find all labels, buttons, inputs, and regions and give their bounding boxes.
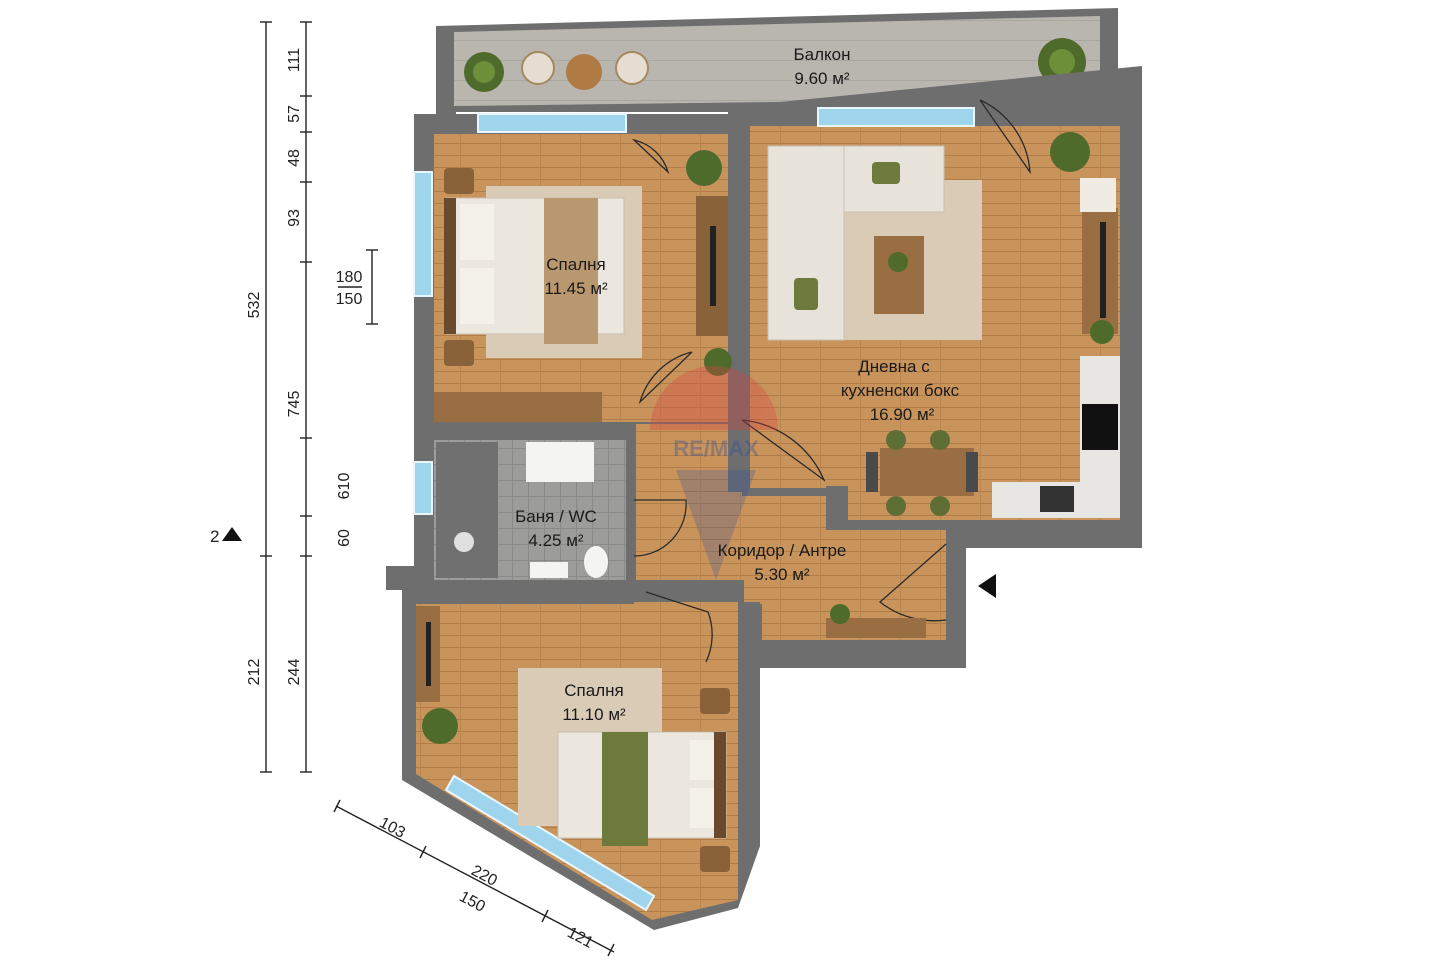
dim-inner-93: 93 xyxy=(286,209,303,227)
balcony-name: Балкон xyxy=(793,45,850,64)
bedroom2-area: 11.10 м² xyxy=(562,705,626,724)
bedroom2-name: Спалня xyxy=(564,681,623,700)
dim-diag-121: 121 xyxy=(564,924,596,952)
dim-inner-48: 48 xyxy=(286,149,303,167)
dim-left-212: 212 xyxy=(246,659,263,686)
windows xyxy=(413,107,975,912)
dimension-lines xyxy=(260,21,615,957)
dim-window-top: 180 xyxy=(336,269,363,286)
dim-inner-610: 610 xyxy=(336,473,353,500)
corridor-area: 5.30 м² xyxy=(754,565,809,584)
dim-inner-57: 57 xyxy=(286,105,303,123)
bedroom1-furniture xyxy=(434,150,732,422)
window-bedroom2-diag xyxy=(444,774,656,912)
dim-left-532: 532 xyxy=(246,292,263,319)
dim-diag-103: 103 xyxy=(376,814,408,842)
bedroom1-name: Спалня xyxy=(546,255,605,274)
window-living-top xyxy=(817,107,975,127)
corridor-furniture xyxy=(826,604,926,638)
section-triangle-icon xyxy=(222,527,242,541)
dim-diag-220: 220 xyxy=(468,862,500,890)
window-bedroom1-left xyxy=(413,171,433,297)
watermark-logo: RE/MAX xyxy=(650,366,778,580)
dim-inner-745: 745 xyxy=(286,391,303,418)
dim-inner-60: 60 xyxy=(336,529,353,547)
dim-window-bottom: 150 xyxy=(336,291,363,308)
balcony-area: 9.60 м² xyxy=(794,69,849,88)
bathroom-area: 4.25 м² xyxy=(528,531,583,550)
bedroom2-furniture xyxy=(416,606,730,872)
dim-diag-150: 150 xyxy=(456,888,488,916)
watermark-text: RE/MAX xyxy=(673,436,759,461)
bathroom-name: Баня / WC xyxy=(515,507,597,526)
entrance-arrow-icon xyxy=(978,574,996,598)
section-label: 2 xyxy=(210,527,219,546)
bedroom1-area: 11.45 м² xyxy=(544,279,608,298)
dim-inner-244: 244 xyxy=(286,659,303,686)
corridor-name: Коридор / Антре xyxy=(718,541,847,560)
living-furniture xyxy=(767,132,1120,518)
living-name-line2: кухненски бокс xyxy=(841,381,960,400)
living-name-line1: Дневна с xyxy=(858,357,930,376)
window-bedroom1-top xyxy=(477,113,627,133)
bathroom-furniture xyxy=(436,442,608,578)
living-area: 16.90 м² xyxy=(870,405,935,424)
dim-inner-111: 111 xyxy=(286,48,303,72)
doors xyxy=(631,99,1031,663)
window-bathroom-left xyxy=(413,461,433,515)
